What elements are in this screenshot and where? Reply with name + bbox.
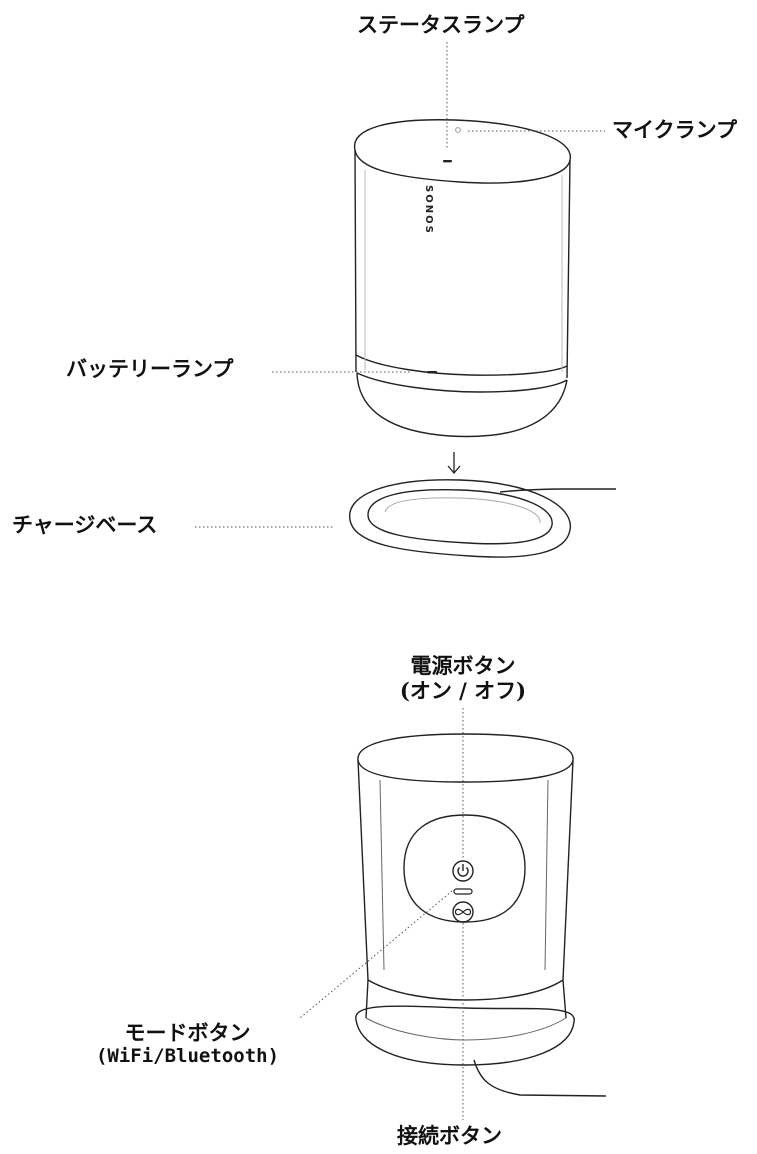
speaker-top-rim	[353, 119, 571, 184]
infinity-icon	[454, 908, 472, 916]
speaker-back-body	[357, 759, 574, 981]
speaker-band-bottom	[356, 372, 568, 393]
power-button-label-line1: 電源ボタン	[410, 653, 516, 678]
mode-button-leader	[299, 890, 453, 1019]
battery-lamp-label: バッテリーランプ	[66, 356, 234, 381]
speaker-back-top-rim	[357, 733, 574, 783]
charge-base-label: チャージベース	[12, 512, 158, 537]
mode-button-label: モードボタン (WiFi/Bluetooth)	[70, 1020, 305, 1068]
arrow-down-icon	[447, 452, 461, 474]
mode-button-label-line1: モードボタン	[124, 1020, 251, 1045]
speaker-back-panel-lines	[379, 779, 549, 971]
charge-base	[349, 479, 616, 558]
mode-button[interactable]	[453, 888, 473, 895]
speaker-body-outline	[354, 149, 571, 379]
speaker-back-cable	[473, 1059, 607, 1097]
power-icon	[457, 867, 469, 877]
speaker-back-band	[367, 979, 564, 1001]
speaker-back-band-lower	[365, 979, 567, 1019]
connect-button[interactable]	[452, 901, 474, 923]
speaker-bottom	[356, 372, 568, 438]
mic-lamp-label: マイクランプ	[612, 117, 737, 142]
speaker-back-base	[355, 1005, 575, 1066]
control-pad-outline	[403, 814, 526, 923]
power-button-label: 電源ボタン (オン / オフ)	[363, 653, 563, 703]
mode-button-label-line2: (WiFi/Bluetooth)	[95, 1045, 280, 1068]
charge-base-outer	[349, 479, 571, 558]
charge-base-floor	[384, 497, 541, 524]
power-button-label-line2: (オン / オフ)	[399, 678, 527, 704]
power-button[interactable]	[452, 860, 474, 882]
charge-base-inner	[367, 489, 553, 545]
speaker-back-view	[355, 733, 607, 1097]
status-lamp-indicator	[443, 160, 452, 163]
status-lamp-label: ステータスランプ	[357, 12, 525, 37]
speaker-band-top	[355, 354, 568, 376]
charge-base-cable	[499, 488, 616, 493]
brand-logo: SONOS	[423, 185, 434, 235]
speaker-back-base-inner	[365, 1017, 567, 1041]
battery-lamp-indicator	[427, 371, 437, 374]
connect-button-label: 接続ボタン	[397, 1123, 502, 1148]
speaker-front-view	[353, 119, 571, 438]
speaker-inner-line	[364, 170, 563, 372]
mic-lamp-indicator	[455, 127, 461, 133]
